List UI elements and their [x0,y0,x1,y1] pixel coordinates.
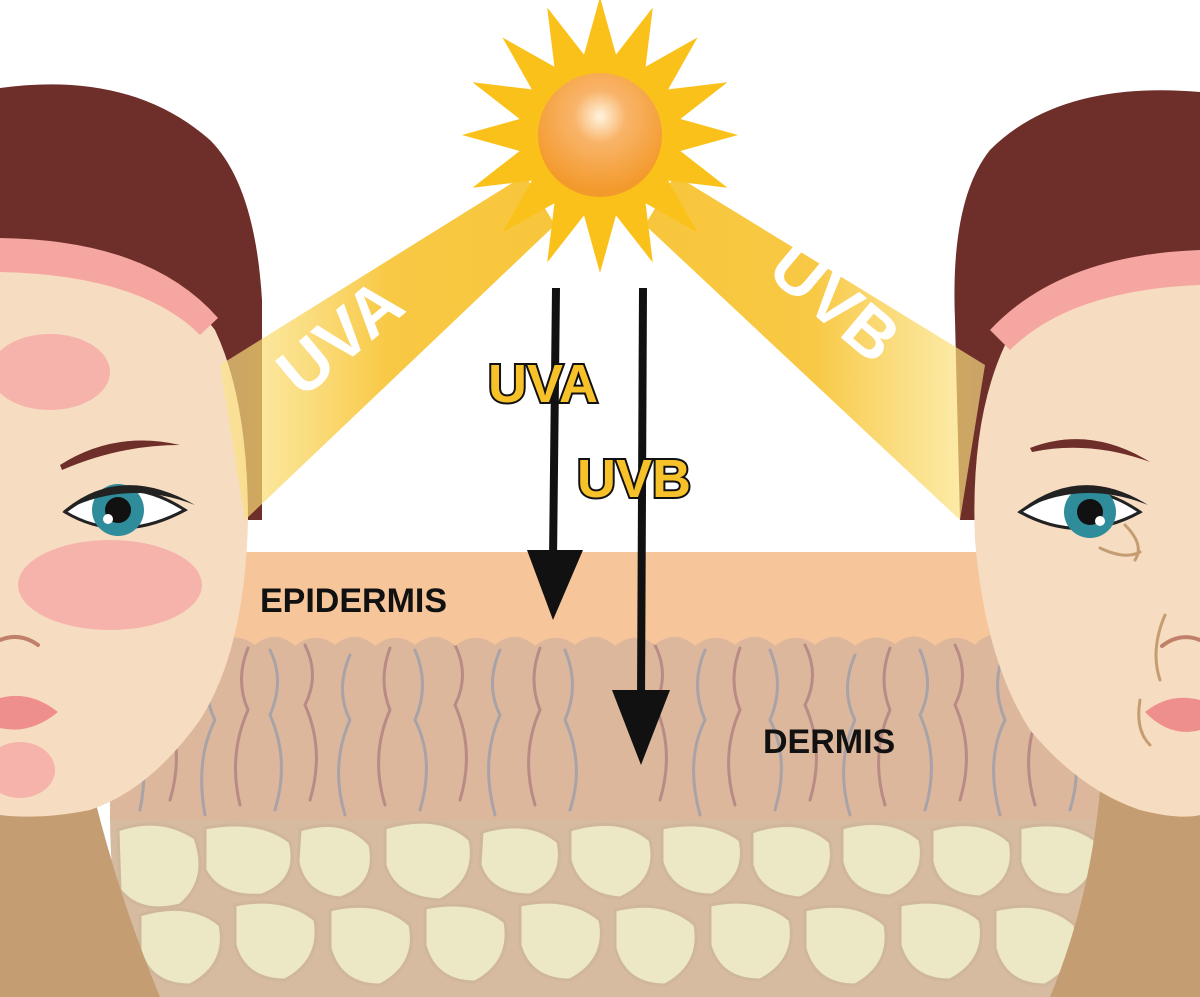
left-headband [0,238,218,335]
right-nose [1160,635,1200,648]
epidermis-layer [210,552,1010,646]
down-arrow-icon [527,287,670,765]
right-eyeliner [1018,485,1148,512]
left-cheek [18,540,202,630]
dermis-label: DERMIS [763,723,895,761]
right-eyebrow [1030,439,1150,462]
aged-face-icon [954,90,1200,997]
uva-arrow-head [527,550,583,620]
young-face-icon [0,84,262,997]
left-cheek-low [0,742,55,798]
sun-icon [462,0,738,273]
left-cheek-top [0,334,110,410]
uva-beam [220,175,555,520]
uva-arrow-label: UVA [488,354,598,414]
left-eyeliner [62,485,195,512]
left-eye-glint [103,514,113,524]
uvb-arrow-shaft [637,287,647,701]
epidermis-label: EPIDERMIS [260,582,447,620]
uvb-arrow-head [612,690,670,765]
uvb-arrow-label: UVB [577,449,691,509]
dermis-layer [110,630,1105,820]
right-neck [1050,770,1200,997]
sun-core [538,73,662,197]
fat-cells [116,820,1098,987]
left-lips [0,695,58,730]
right-headband [990,250,1200,350]
uvb-beam [645,175,985,520]
uva-arrow-shaft [549,287,560,561]
skin-cross-section [110,552,1105,997]
right-eye-glint [1095,516,1105,526]
left-neck [0,780,160,997]
right-lips [1145,697,1200,732]
right-wrinkles [1098,523,1167,747]
left-nose [0,634,40,647]
left-eyebrow [60,440,180,470]
